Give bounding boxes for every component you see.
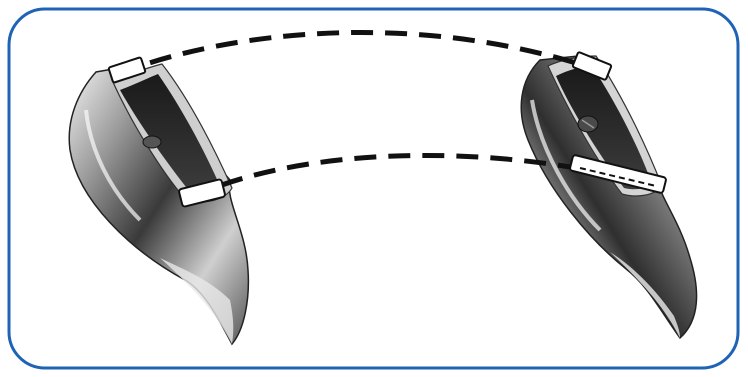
- illustration-canvas: [0, 0, 748, 377]
